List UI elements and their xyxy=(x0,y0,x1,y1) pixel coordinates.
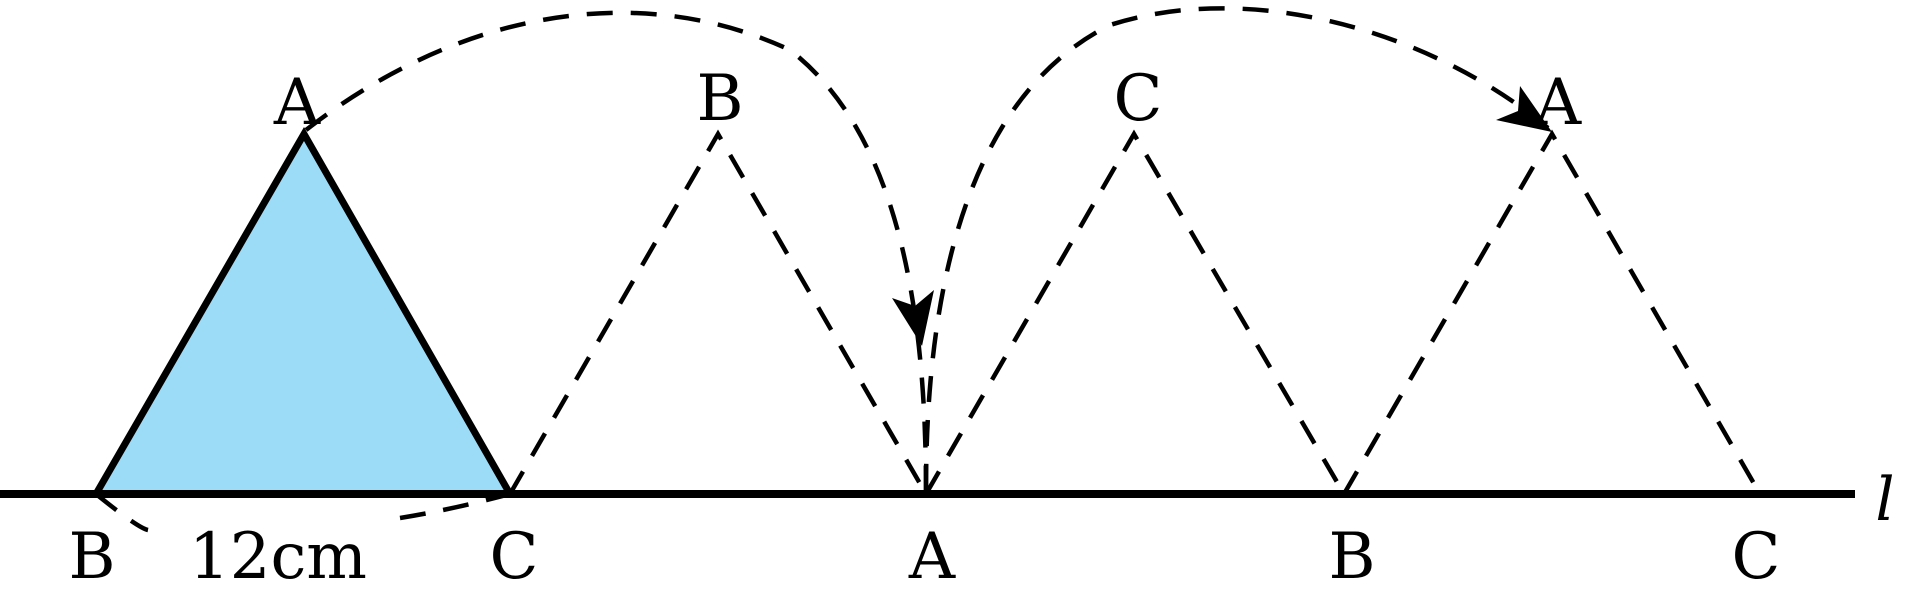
label-bottom-b: B xyxy=(1328,520,1375,594)
label-top-1: B xyxy=(696,62,743,136)
arrowhead-right xyxy=(1496,86,1552,132)
rotation-arc-2 xyxy=(923,6,1550,491)
rotation-arc-1 xyxy=(304,10,929,491)
label-initial-top: A xyxy=(273,66,321,140)
label-initial-bottom-left: B xyxy=(68,520,115,594)
dashed-triangle-3 xyxy=(924,129,1346,496)
arrowhead-down xyxy=(892,290,934,346)
side-length-arc xyxy=(94,492,149,533)
label-top-3: A xyxy=(1534,66,1582,140)
line-label: l xyxy=(1875,465,1894,535)
dashed-triangle-4 xyxy=(1342,129,1762,496)
label-initial-bottom-right: C xyxy=(490,520,539,594)
dashed-triangle-2 xyxy=(508,129,928,496)
initial-triangle xyxy=(89,126,517,498)
label-bottom-a: A xyxy=(908,520,956,594)
side-length-label: 12cm xyxy=(189,520,367,594)
label-top-2: C xyxy=(1114,62,1163,136)
side-length-arc-right xyxy=(399,491,511,521)
label-bottom-c: C xyxy=(1732,520,1781,594)
